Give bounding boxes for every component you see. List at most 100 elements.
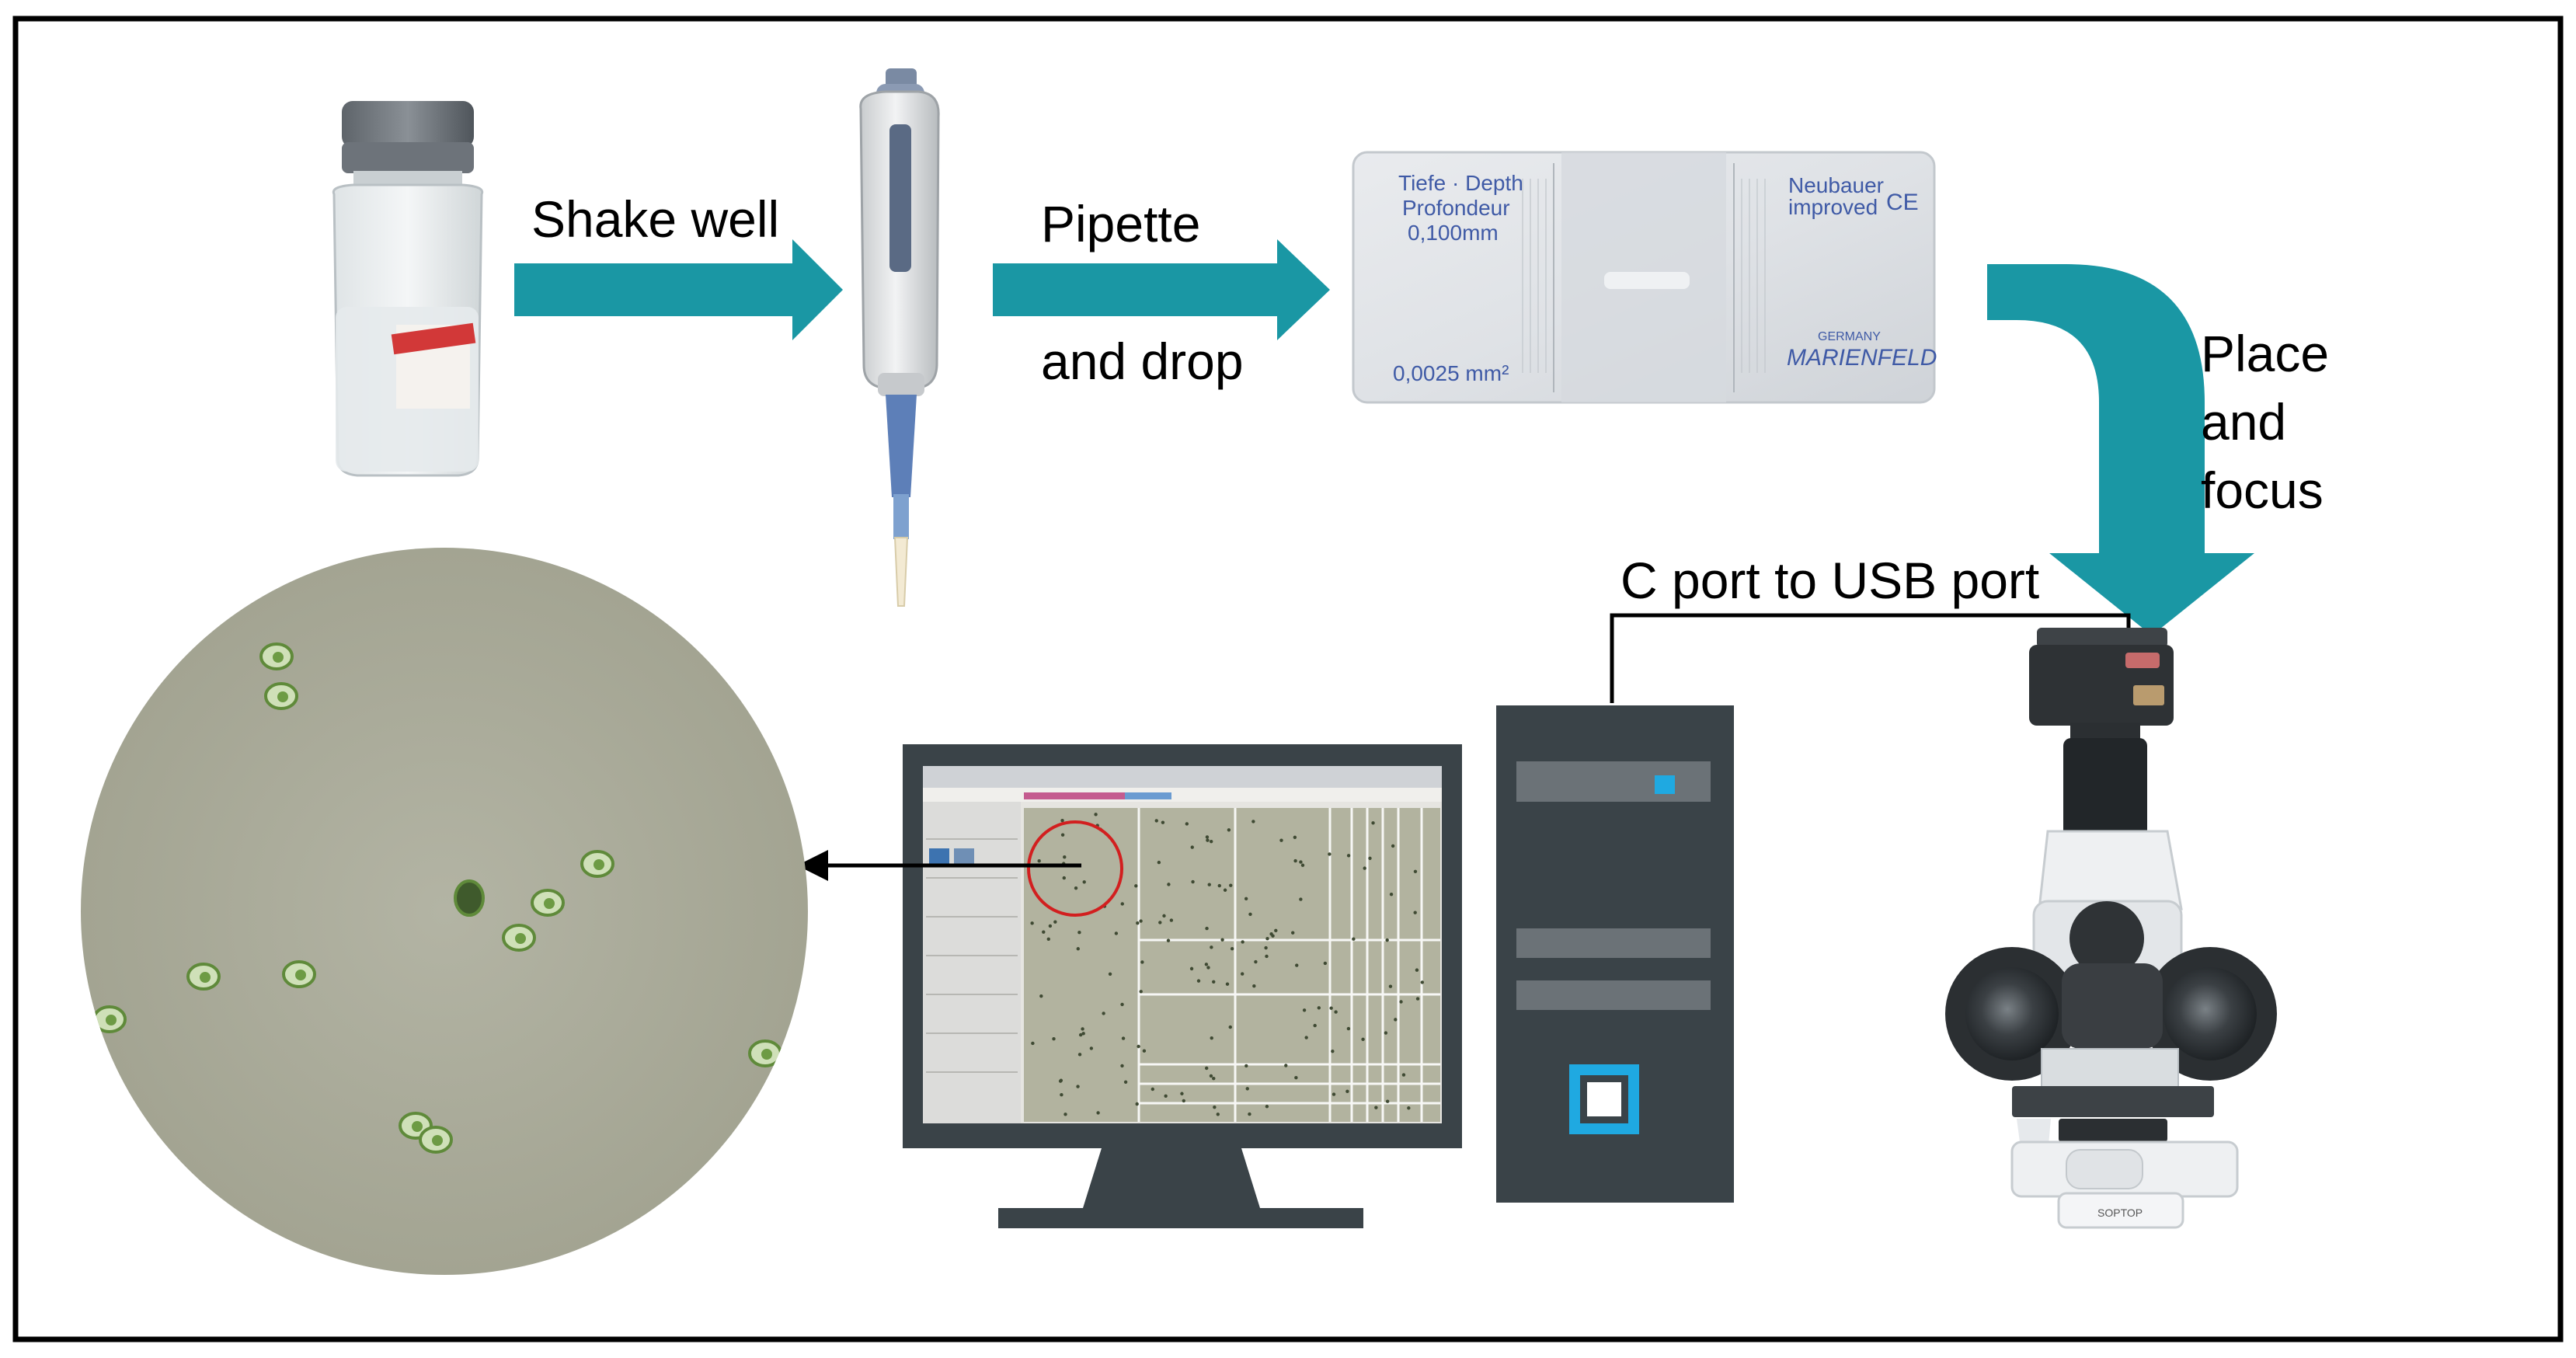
screen-cell-dot [1205, 926, 1209, 931]
screen-cell-dot [1216, 1113, 1220, 1116]
chamber-brand-line2: improved [1788, 195, 1878, 219]
screen-cell-dot [1169, 918, 1174, 922]
screen-cell-dot [1154, 819, 1158, 823]
screen-cell-dot [1265, 954, 1269, 959]
monitor-icon [903, 744, 1462, 1228]
screen-cell-dot [1081, 1027, 1084, 1031]
screen-cell-dot [1352, 937, 1356, 941]
screen-cell-dot [1096, 1111, 1100, 1115]
label-drop: and drop [1041, 333, 1244, 390]
screen-cell-dot [1217, 883, 1221, 888]
screen-cell-dot [1241, 940, 1244, 944]
pipette-icon [859, 68, 940, 607]
counting-chamber-icon: Tiefe · Depth Profondeur 0,100mm 0,0025 … [1352, 151, 1937, 404]
screen-cell-dot [1196, 979, 1201, 983]
screen-cell-dot [1212, 980, 1216, 984]
screen-cell-dot [1293, 835, 1297, 840]
screen-cell-dot [1209, 1074, 1213, 1078]
screen-cell-dot [1401, 1073, 1406, 1077]
screen-cell-dot [1042, 930, 1046, 934]
screen-cell-dot [1108, 972, 1112, 977]
microscope-brand: SOPTOP [2097, 1207, 2143, 1219]
screen-cell-dot [1048, 924, 1053, 928]
screen-cell-dot [1240, 972, 1244, 976]
screen-cell-dot [1317, 1006, 1321, 1010]
screen-cell-dot [1223, 888, 1227, 892]
label-cable: C port to USB port [1620, 552, 2039, 609]
screen-cell-dot [1254, 959, 1258, 964]
screen-cell-dot [1274, 928, 1278, 933]
chamber-maker: MARIENFELD [1787, 345, 1937, 371]
screen-cell-dot [1060, 818, 1064, 823]
pc-tower-icon [1496, 705, 1734, 1203]
screen-cell-dot [1329, 1006, 1333, 1010]
screen-cell-dot [1228, 1025, 1232, 1029]
screen-cell-dot [1299, 860, 1303, 864]
screen-cell-dot [1332, 1092, 1336, 1096]
microscope-icon: SOPTOP [1945, 628, 2277, 1229]
screen-cell-dot [1063, 1113, 1067, 1116]
screen-cell-dot [1225, 982, 1230, 986]
screen-cell-dot [1150, 1087, 1155, 1092]
screen-cell-dot [1212, 1077, 1216, 1081]
screen-cell-dot [1037, 859, 1041, 863]
screen-cell-dot [1204, 963, 1209, 966]
screen-cell-dot [1136, 921, 1140, 925]
screen-cell-dot [1031, 1041, 1035, 1046]
screen-cell-dot [1264, 945, 1268, 950]
algae-cell [399, 1112, 433, 1140]
screen-cell-dot [1251, 820, 1255, 824]
screen-cell-dot [1220, 938, 1224, 942]
screen-cell-dot [1182, 1099, 1185, 1103]
algae-cell [580, 850, 614, 878]
usb-cable-line [1610, 613, 2131, 703]
algae-cell [264, 682, 298, 710]
screen-cell-dot [1142, 1049, 1147, 1053]
screen-cell-dot [1206, 838, 1210, 842]
chamber-brand-line1: Neubauer [1788, 173, 1884, 197]
screen-cell-dot [1293, 858, 1297, 863]
arrow-place-focus [1987, 264, 2254, 635]
label-shake: Shake well [531, 190, 779, 248]
screen-cell-dot [1089, 1046, 1094, 1050]
screen-cell-dot [1078, 1032, 1083, 1037]
screen-cell-dot [1230, 946, 1234, 951]
screen-cell-dot [1368, 856, 1372, 860]
screen-cell-dot [1063, 855, 1067, 859]
screen-cell-dot [1394, 1018, 1398, 1022]
screen-cell-dot [1294, 1075, 1298, 1080]
arrow-pipette [993, 239, 1330, 340]
screen-cell-dot [1248, 1112, 1251, 1116]
screen-cell-dot [1345, 1089, 1349, 1093]
screen-cell-dot [1137, 1044, 1140, 1049]
screen-cell-dot [1058, 1079, 1063, 1083]
screen-cell-dot [1248, 912, 1252, 917]
chamber-maker-top: GERMANY [1818, 330, 1881, 343]
chamber-ce-mark: CE [1886, 190, 1919, 215]
screen-cell-dot [1204, 1066, 1209, 1071]
label-place-focus: Place and focus [2201, 325, 2343, 519]
screen-cell-dot [1265, 937, 1269, 941]
screen-cell-dot [1269, 932, 1273, 936]
chamber-depth-value: 0,100mm [1408, 221, 1499, 245]
algae-cell [454, 879, 485, 917]
screen-cell-dot [1140, 960, 1144, 964]
screen-cell-dot [1123, 1080, 1128, 1085]
screen-cell-dot [1060, 1093, 1063, 1097]
chamber-depth-line1: Tiefe · Depth [1398, 171, 1523, 195]
screen-cell-dot [1039, 994, 1043, 998]
screen-cell-dot [1389, 892, 1394, 897]
screen-cell-dot [1180, 1092, 1184, 1095]
screen-cell-dot [1361, 1037, 1365, 1042]
algae-cell [282, 960, 316, 988]
screen-cell-dot [1304, 1036, 1308, 1039]
screen-cell-dot [1252, 984, 1256, 988]
screen-cell-dot [1161, 820, 1165, 824]
screen-cell-dot [1094, 813, 1098, 817]
screen-cell-dot [1102, 1012, 1105, 1015]
screen-cell-dot [1053, 920, 1057, 924]
screen-cell-dot [1076, 947, 1080, 951]
screen-cell-dot [1060, 833, 1065, 837]
algae-cell [259, 642, 294, 670]
screen-cell-dot [1213, 1105, 1217, 1109]
